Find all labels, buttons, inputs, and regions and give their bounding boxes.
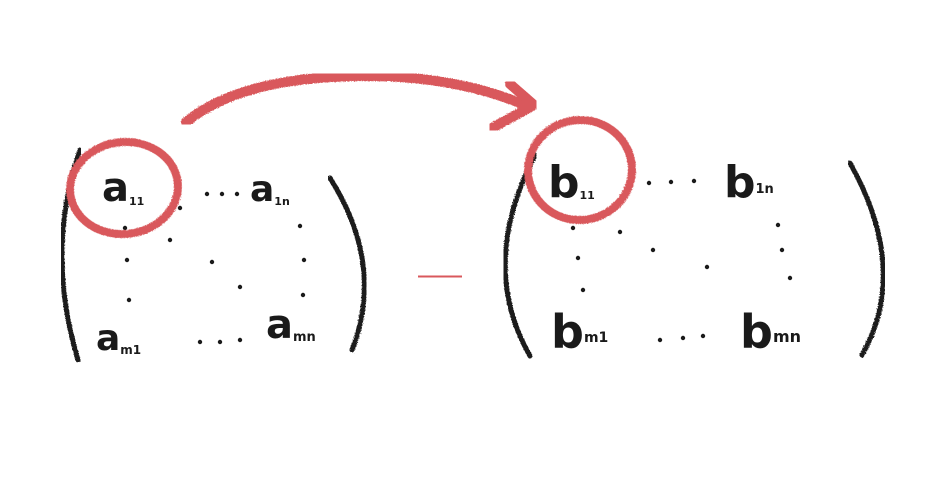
matrix-a-entry-top-right: a1n — [250, 169, 290, 210]
matrix-b-entry-bottom-left: bm1 — [551, 305, 608, 359]
matrix-b-entry-top-right: b1n — [724, 157, 774, 208]
matrix-a-right-paren — [327, 175, 367, 353]
highlight-circle-b11 — [524, 115, 636, 225]
matrix-b: b11 b1n bm1 bmn — [502, 152, 886, 359]
matrix-a: a11 a1n am1 amn — [59, 147, 367, 363]
highlight-circle-a11 — [66, 137, 182, 239]
matrix-a-ellipsis-dots — [122, 191, 307, 345]
minus-operator-label: − — [0, 0, 1, 1]
matrix-b-right-paren — [847, 160, 886, 358]
minus-operator: − — [0, 0, 465, 282]
matrix-b-ellipsis-dots — [570, 178, 793, 343]
matrix-a-entry-top-left: a11 — [102, 165, 144, 211]
matrix-a-entry-bottom-left: am1 — [96, 318, 141, 359]
matrix-b-entry-top-left: b11 — [548, 157, 595, 208]
matrix-a-entry-bottom-right: amn — [266, 302, 316, 348]
curved-arrow-icon — [181, 71, 539, 133]
matrix-b-entry-bottom-right: bmn — [740, 305, 801, 359]
matrix-b-left-paren — [502, 152, 538, 359]
